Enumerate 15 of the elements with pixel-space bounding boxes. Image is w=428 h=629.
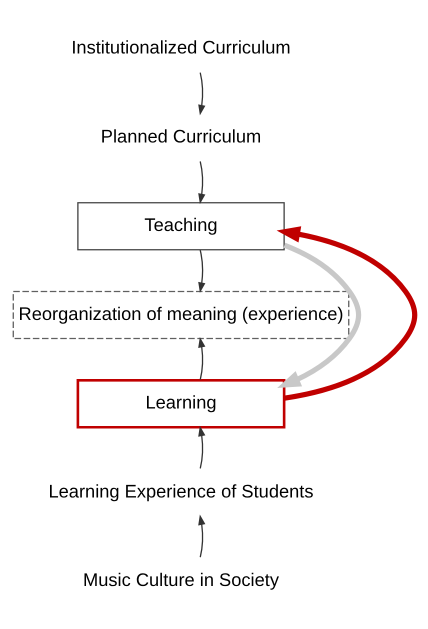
- arrow: [198, 250, 206, 292]
- node-box: Teaching: [77, 202, 285, 250]
- arrow: [198, 160, 206, 204]
- node-text: Planned Curriculum: [100, 124, 262, 146]
- node-box: Learning: [76, 378, 286, 428]
- node-text: Learning Experience of Students: [48, 480, 314, 501]
- arrow: [198, 425, 206, 468]
- arrow: [198, 72, 206, 115]
- arrow: [198, 514, 206, 557]
- node-text: Institutionalized Curriculum: [71, 36, 291, 58]
- arrow: [198, 336, 206, 380]
- arrow: [276, 226, 418, 400]
- node-text: Music Culture in Society: [83, 568, 279, 590]
- arrow: [277, 242, 362, 388]
- node-box: Reorganization of meaning (experience): [12, 290, 350, 339]
